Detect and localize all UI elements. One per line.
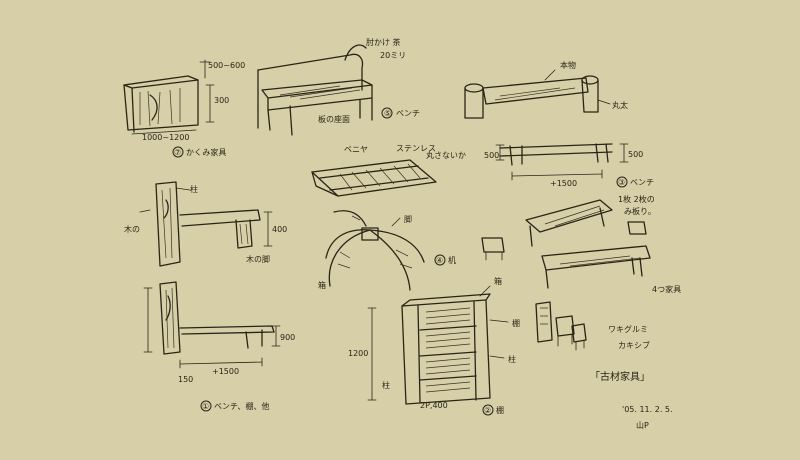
bottom-trunk-bench-sketch	[143, 281, 281, 412]
shelf-side-note: 棚	[512, 318, 520, 328]
trunk-left-note: 木の	[124, 224, 140, 234]
caption-n5: ベンチ	[396, 109, 420, 118]
shelf-left-note: 柱	[382, 380, 390, 390]
caption-n3: ベンチ	[630, 178, 654, 187]
spider-desk-sketch	[325, 210, 446, 291]
label-n5: ⑤	[384, 109, 391, 118]
desk-note-2: み板り。	[624, 206, 656, 216]
chair-sketches	[535, 301, 587, 351]
desk-note-1: 1枚 2枚の	[618, 194, 655, 204]
plank-bench-sketch	[495, 143, 629, 188]
caption-n1: ベンチ、棚、他	[214, 401, 270, 411]
dim-bottom-small: 150	[178, 375, 193, 384]
shelf-box-note: 箱	[494, 276, 502, 286]
trunk-bench-sketch	[139, 181, 273, 267]
shelf-bottom-dim: 2P,400	[420, 401, 448, 410]
dim-bottom-width: +1500	[212, 367, 239, 376]
shelf-height: 1200	[348, 349, 368, 358]
stump-note: 丸太	[612, 100, 628, 110]
trunk-note: 本物	[560, 60, 576, 70]
dim-top-left: 500~600	[208, 61, 245, 70]
date-note: '05. 11. 2. 5.	[622, 405, 673, 414]
caption-n2: 棚	[496, 405, 504, 415]
caption-n7: かくみ家具	[186, 147, 226, 157]
signature-note: 山P	[636, 420, 649, 430]
seat-note: 板の座面	[318, 114, 350, 124]
dim-left-h: 300	[214, 96, 229, 105]
bench-width-label: +1500	[550, 179, 577, 188]
label-n1: ①	[202, 402, 209, 411]
table-note-2: ステンレス	[396, 144, 436, 153]
desk-leg-note: 脚	[404, 214, 412, 224]
cabinet-sketch	[123, 59, 215, 158]
gift-note: 「古材家具」	[590, 370, 650, 383]
seat-height-note: 400	[272, 225, 287, 234]
wood-note-2: カキシブ	[618, 340, 650, 350]
desk-side-note: 箱	[318, 280, 326, 290]
armrest-sub-note: 20ミリ	[380, 51, 406, 60]
wood-note-1: ワキグルミ	[608, 324, 648, 334]
shelf-post-note: 柱	[508, 354, 516, 364]
right-desk-sketches	[481, 199, 651, 289]
log-bench-sketch	[464, 69, 611, 119]
dim-bottom-right: 900	[280, 333, 295, 342]
leg-sketch-note: 4つ家具	[652, 284, 681, 294]
bench-height-label: 500	[484, 151, 499, 160]
label-n4: ④	[436, 256, 443, 265]
label-n7: ⑦	[174, 148, 181, 157]
table-note-1: ベニヤ	[344, 145, 368, 154]
label-n3: ③	[618, 178, 625, 187]
frame-table-sketch	[311, 159, 437, 197]
table-note-3: 丸さないか	[426, 150, 466, 160]
caption-n4: 机	[448, 255, 456, 265]
armrest-bench-sketch	[257, 44, 393, 136]
bench-height-right: 500	[628, 150, 643, 159]
label-n2: ②	[484, 406, 491, 415]
shelf-unit-sketch	[367, 285, 509, 416]
armrest-note: 肘かけ 茶	[366, 37, 401, 47]
post-note: 柱	[190, 184, 198, 194]
dim-left-w: 1000~1200	[142, 133, 189, 142]
leg-note: 木の脚	[246, 254, 270, 264]
